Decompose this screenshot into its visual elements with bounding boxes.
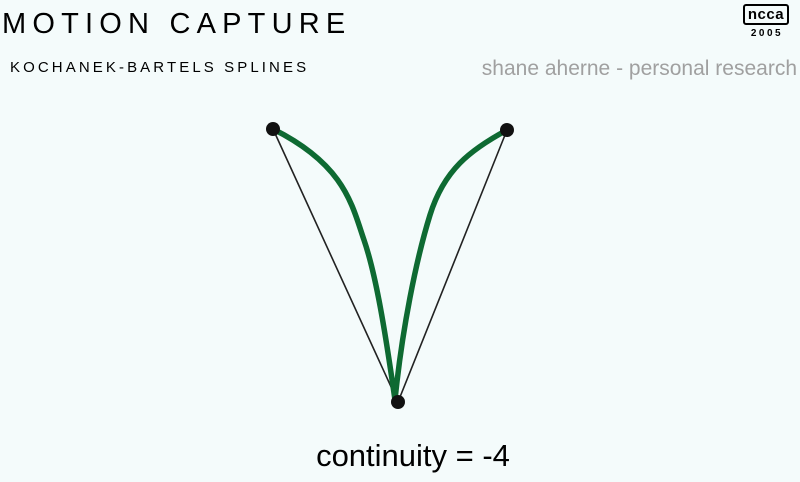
author-credit: shane aherne - personal research bbox=[481, 57, 797, 80]
control-point-1[interactable] bbox=[266, 122, 280, 136]
control-point-2[interactable] bbox=[391, 395, 405, 409]
spline-curve bbox=[270, 126, 510, 403]
continuity-readout: continuity = -4 bbox=[316, 438, 510, 473]
page-title: MOTION CAPTURE bbox=[2, 8, 352, 40]
logo-year: 2005 bbox=[750, 28, 784, 39]
ncca-logo: ncca 2005 bbox=[736, 4, 796, 39]
control-polygon-left bbox=[272, 128, 399, 403]
logo-text: ncca bbox=[742, 4, 790, 25]
control-polygon-right bbox=[397, 129, 508, 403]
page-subtitle: KOCHANEK-BARTELS SPLINES bbox=[10, 59, 310, 76]
control-point-3[interactable] bbox=[500, 123, 514, 137]
